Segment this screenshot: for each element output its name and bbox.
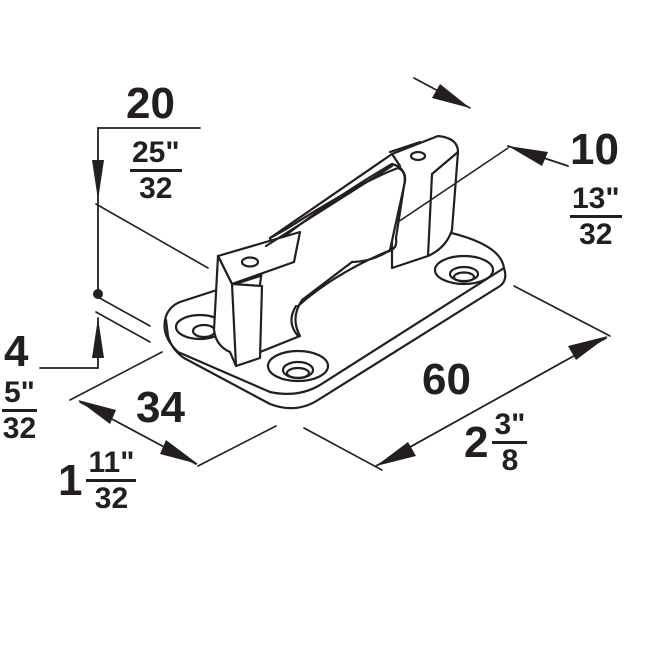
dim-top-width-imperial: 25" 32 (130, 138, 182, 204)
dim-side-width-metric: 10 (570, 125, 619, 174)
catch-right-side (426, 150, 460, 258)
dim-top-width-numerator: 25" (130, 138, 182, 172)
dim-side-width-imperial: 13" 32 (570, 184, 622, 250)
catch-rivet-right (409, 150, 427, 162)
dim-thickness-imperial: 5" 32 (2, 378, 37, 444)
ext-length-a (303, 427, 383, 471)
catch-body (212, 134, 460, 368)
dim-length-numerator: 3" (492, 410, 528, 444)
catch-right-post (390, 134, 460, 270)
ext-thickness-a (95, 311, 151, 343)
ext-length-b (513, 285, 611, 337)
dim-depth-numerator: 11" (86, 448, 137, 482)
arrow-34-left (78, 400, 116, 424)
mounting-hole-front (266, 349, 330, 383)
ext-right-10 (397, 147, 509, 223)
catch-left-front (212, 254, 264, 368)
arrow-10-right (508, 146, 548, 166)
dim-length-whole: 2 (464, 418, 489, 467)
extension-lines (69, 77, 611, 471)
dim-depth-fraction: 11" 32 (86, 448, 137, 515)
catch-rivet-left (240, 256, 260, 268)
arrow-10-top (432, 84, 470, 108)
dim-side-width-denominator: 32 (579, 218, 613, 251)
arrow-4-up (92, 318, 104, 358)
dim-depth-metric: 34 (136, 383, 185, 432)
dot-20-4 (93, 289, 103, 299)
ext-top-width-b (95, 295, 151, 327)
dim-top-width-denominator: 32 (139, 172, 173, 205)
arrow-60-left (376, 442, 416, 466)
ext-depth-b (197, 425, 277, 467)
dim-thickness-denominator: 32 (2, 412, 37, 445)
ext-top-width-a (95, 203, 209, 269)
catch-hook (268, 166, 407, 308)
arrowheads (78, 84, 608, 466)
dim-thickness-metric: 4 (4, 327, 29, 376)
dim-length-denominator: 8 (501, 444, 519, 477)
ext-depth-a (69, 351, 163, 401)
dim-thickness-numerator: 5" (2, 378, 37, 412)
base-plate-edge (164, 266, 507, 410)
dim-top-width-metric: 20 (126, 79, 175, 128)
mounting-hole-left (174, 313, 226, 341)
catch-left-side (230, 282, 238, 368)
arrow-60-right (568, 336, 608, 360)
dim-side-width-numerator: 13" (570, 184, 622, 218)
arrow-20-down (92, 160, 104, 200)
dim-depth-whole: 1 (58, 456, 83, 505)
mounting-hole-right (433, 254, 495, 286)
dim-length-imperial: 2 3" 8 (464, 410, 528, 477)
arrow-34-right (160, 440, 198, 464)
dim-depth-imperial: 1 11" 32 (58, 448, 137, 515)
dim-line-60 (375, 337, 607, 467)
dim-depth-denominator: 32 (94, 482, 129, 515)
dim-length-metric: 60 (422, 355, 471, 404)
dim-length-fraction: 3" 8 (492, 410, 528, 477)
catch-inner-curve (290, 304, 300, 338)
